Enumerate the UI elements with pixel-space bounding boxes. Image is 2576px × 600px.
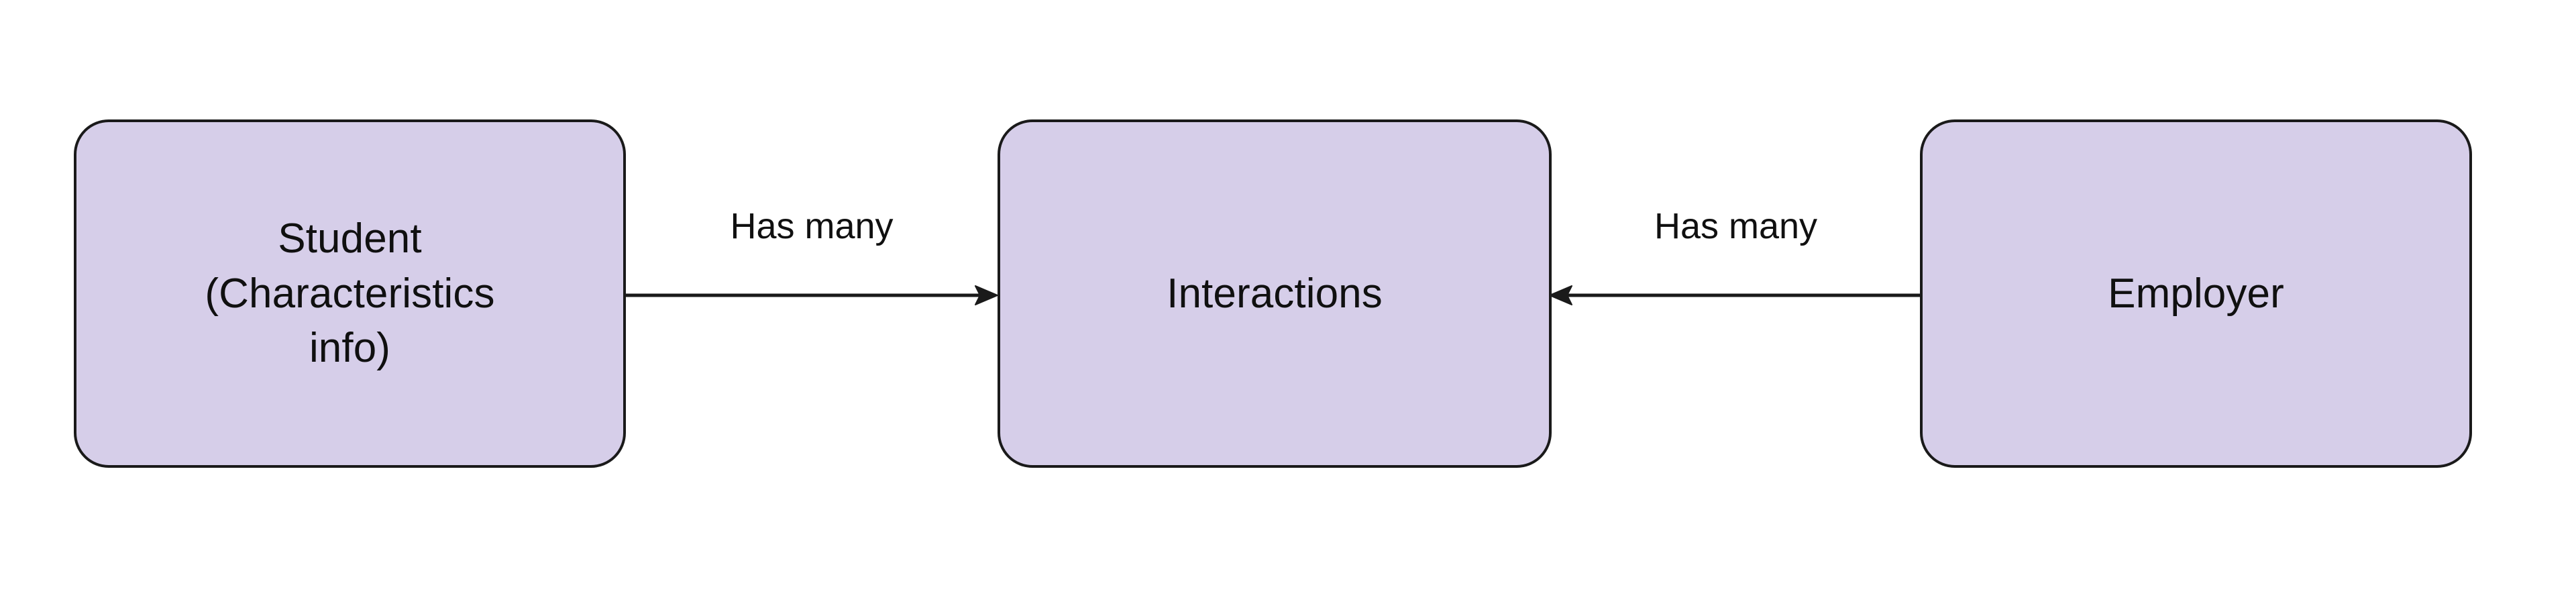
edge-student-to-interactions-arrow-icon bbox=[626, 285, 998, 305]
node-interactions-label: Interactions bbox=[1167, 270, 1383, 317]
edge-student-to-interactions[interactable] bbox=[624, 275, 1000, 315]
edge-label-employer-to-interactions: Has many bbox=[1654, 206, 1818, 246]
node-employer-label: Employer bbox=[2108, 270, 2284, 317]
edge-employer-to-interactions-arrow-icon bbox=[1549, 285, 1921, 305]
node-student[interactable]: Student (Characteristics info) bbox=[74, 119, 626, 468]
edge-label-student-to-interactions: Has many bbox=[730, 206, 894, 246]
node-student-label: Student (Characteristics info) bbox=[205, 215, 495, 372]
node-interactions[interactable]: Interactions bbox=[998, 119, 1552, 468]
node-employer[interactable]: Employer bbox=[1920, 119, 2472, 468]
edge-employer-to-interactions[interactable] bbox=[1549, 275, 1923, 315]
